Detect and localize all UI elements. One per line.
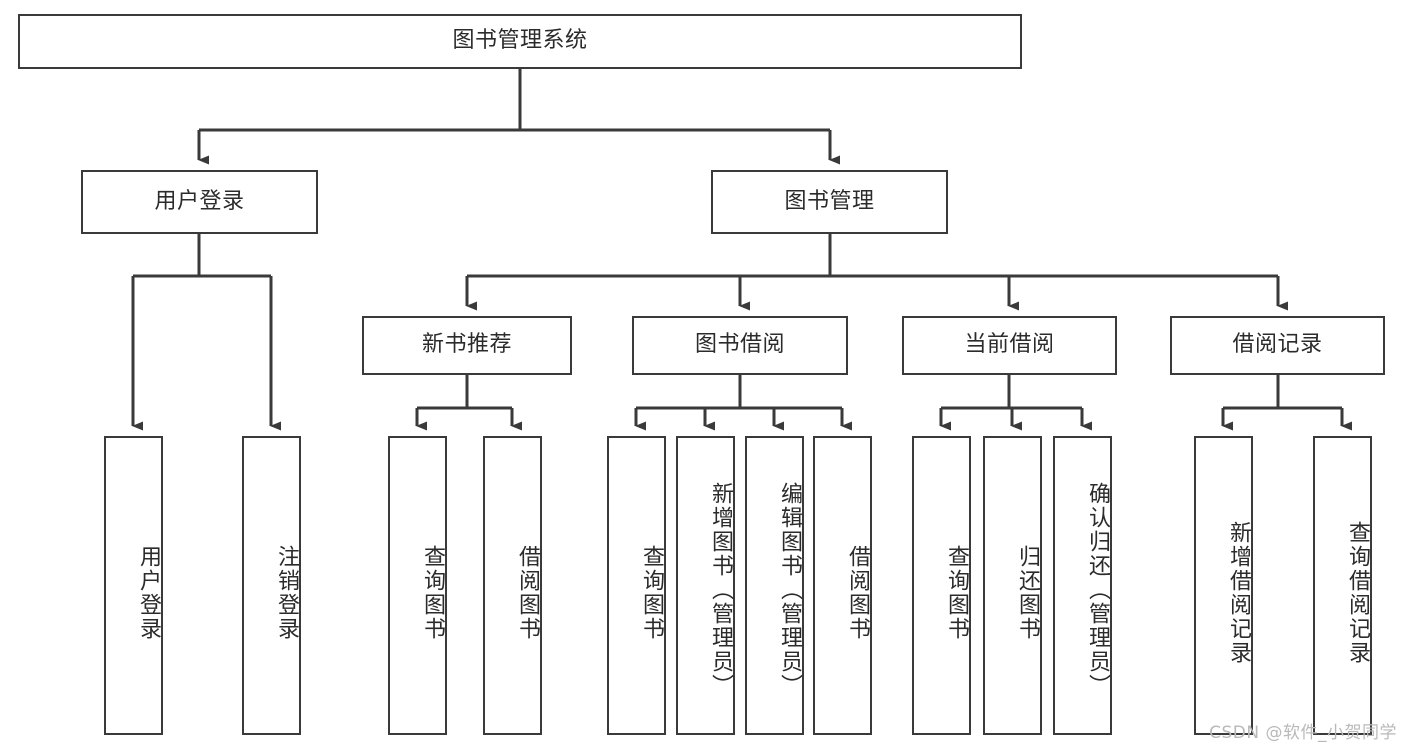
leaf-user-login-signout[interactable]: 注销登录: [242, 436, 301, 735]
leaf-current-borrow-confirm-return[interactable]: 确认归还（管理员）: [1053, 436, 1112, 735]
node-current-borrow[interactable]: 当前借阅: [902, 316, 1117, 375]
leaf-book-borrow-query[interactable]: 查询图书: [607, 436, 666, 735]
node-book-management[interactable]: 图书管理: [711, 170, 948, 234]
node-borrow-record[interactable]: 借阅记录: [1170, 316, 1385, 375]
leaf-current-borrow-return[interactable]: 归还图书: [983, 436, 1042, 735]
leaf-new-book-borrow[interactable]: 借阅图书: [483, 436, 542, 735]
node-book-borrow[interactable]: 图书借阅: [632, 316, 848, 375]
node-user-login[interactable]: 用户登录: [81, 170, 318, 234]
leaf-new-book-query[interactable]: 查询图书: [388, 436, 447, 735]
leaf-book-borrow-borrow[interactable]: 借阅图书: [813, 436, 872, 735]
leaf-borrow-record-query[interactable]: 查询借阅记录: [1313, 436, 1372, 735]
node-new-book-recommend[interactable]: 新书推荐: [362, 316, 572, 375]
node-root[interactable]: 图书管理系统: [18, 14, 1022, 69]
leaf-current-borrow-query[interactable]: 查询图书: [912, 436, 971, 735]
leaf-borrow-record-add[interactable]: 新增借阅记录: [1194, 436, 1253, 735]
leaf-user-login-signin[interactable]: 用户登录: [104, 436, 163, 735]
leaf-book-borrow-edit[interactable]: 编辑图书（管理员）: [745, 436, 804, 735]
leaf-book-borrow-add[interactable]: 新增图书（管理员）: [676, 436, 735, 735]
